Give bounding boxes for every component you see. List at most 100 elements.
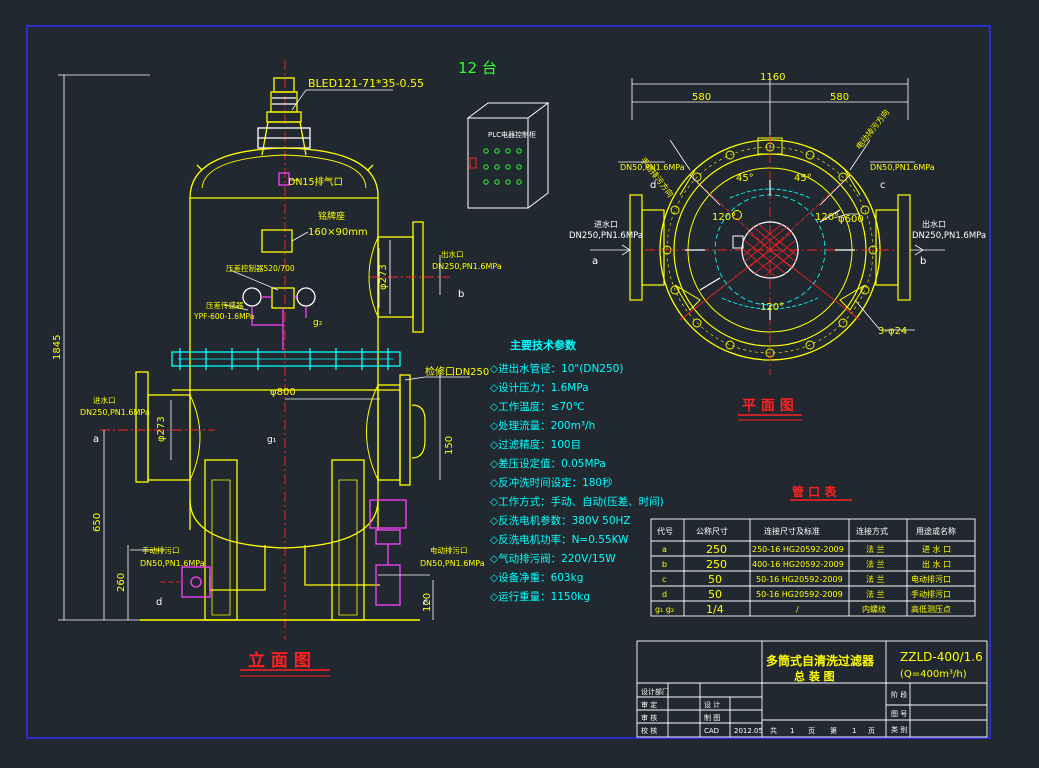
electric-drain-spec: DN50,PN1.6MPa (420, 559, 485, 568)
plan-c-letter: c (880, 180, 886, 191)
g2-label: g₂ (313, 318, 323, 328)
plan-view (590, 78, 945, 421)
tube-sheet (171, 351, 401, 367)
model-number: ZZLD-400/1.6 (900, 650, 983, 664)
drawing-no-label: 图 号 (891, 710, 907, 718)
pipe-table-title: 管 口 表 (792, 484, 837, 499)
diam-800-label: φ800 (270, 387, 296, 398)
central-screen (741, 221, 799, 279)
title-block-grid (636, 640, 988, 738)
vessel-bottom (189, 499, 379, 549)
vent-label: DN15排气口 (288, 176, 343, 188)
pipe-table-cell: 法 兰 (866, 559, 885, 569)
manhole-label: 检修口DN250 (425, 365, 489, 378)
title-block-cells: 设计部门 审 定 设 计 审 核 制 图 校 核 CAD 2012.05 阶 段… (641, 687, 907, 735)
spec-item: ◇运行重量：1150kg (490, 590, 590, 603)
spec-item: ◇进出水管径：10"(DN250) (490, 362, 623, 375)
manual-drain-letter: d (156, 597, 162, 608)
spec-item: ◇设计压力：1.6MPa (490, 381, 589, 394)
plan-dim-total: 1160 (760, 72, 785, 83)
inlet-letter: a (93, 434, 99, 445)
plan-dn50-right: DN50,PN1.6MPa (870, 163, 935, 172)
spec-item: ◇设备净重：603kg (490, 571, 583, 584)
plan-angle-120b: 120° (815, 212, 839, 223)
pipe-table-cell: g₁ g₂ (655, 605, 674, 614)
pipe-table-cell: a (662, 545, 667, 554)
plan-angle-120c: 120° (760, 302, 784, 313)
spec-item: ◇反洗电机功率：N=0.55KW (490, 533, 629, 546)
diam-273-top: φ273 (378, 264, 389, 290)
dim-150: 150 (444, 436, 455, 455)
pipe-table-cell: 电动排污口 (911, 574, 951, 584)
drawing-name: 总 装 图 (794, 669, 835, 683)
flow-rate: (Q=400m³/h) (900, 669, 967, 680)
dim-1845: 1845 (52, 335, 63, 360)
spec-item: ◇处理流量：200m³/h (490, 419, 595, 432)
plan-d-letter: d (650, 180, 656, 191)
actuator-box (369, 499, 407, 529)
pipe-table-cell: 250-16 HG20592-2009 (752, 545, 844, 554)
pipe-table-cell: / (796, 605, 799, 614)
plan-inlet-letter: a (592, 256, 598, 267)
pressure-gauge-left (242, 287, 262, 307)
manual-drain-valve (181, 566, 211, 598)
electric-drain-valve (375, 564, 401, 606)
plan-angle-45a: 45° (736, 173, 754, 184)
nameplate-size: 160×90mm (308, 227, 368, 238)
pipe-table-cell: 出 水 口 (922, 559, 951, 569)
drawing-border (26, 25, 991, 739)
spec-item: ◇过滤精度：100目 (490, 438, 581, 451)
spec-item: ◇差压设定值：0.05MPa (490, 457, 606, 470)
pipe-table-header-cell: 公称尺寸 (696, 526, 728, 536)
leg-right (331, 459, 365, 621)
sheet-label: 第 (830, 726, 837, 735)
plc-cabinet (466, 102, 550, 209)
dim-650: 650 (92, 513, 103, 532)
motor-model: BLED121-71*35-0.55 (308, 77, 424, 90)
outlet-spec: DN250,PN1.6MPa (432, 262, 502, 271)
pipe-table-cell: 250 (706, 558, 727, 571)
nameplate-label: 铭牌座 (318, 210, 345, 222)
spec-item: ◇气动排污阀：220V/15W (490, 552, 616, 565)
pipe-table-header: 代号 公称尺寸 连接尺寸及标准 连接方式 用途或名称 (657, 526, 956, 536)
plan-dim-right: 580 (830, 92, 849, 103)
spec-item: ◇反洗电机参数：380V 50HZ (490, 514, 631, 527)
text-layer: 12 台 BLED121-71*35-0.55 DN15排气口 铭牌座 160×… (52, 59, 986, 735)
plan-outlet-spec: DN250,PN1.6MPa (912, 231, 986, 241)
plan-title: 平 面 图 (742, 398, 794, 414)
pipe-table-cell: d (662, 590, 667, 599)
electric-drain-letter: c (423, 597, 429, 608)
pressure-sensor-model: YPF-600-1.6MPa (193, 312, 254, 321)
motor-top (273, 77, 295, 93)
diam-273-bottom: φ273 (156, 416, 167, 442)
plc-title: PLC电器控制柜 (488, 130, 536, 139)
plan-dn50-left: DN50,PN1.6MPa (620, 163, 685, 172)
pipe-table-header-cell: 连接尺寸及标准 (764, 526, 820, 536)
plan-diam-600: φ600 (838, 214, 864, 225)
outlet-letter: b (458, 289, 464, 300)
title-cell: 设计部门 (641, 687, 669, 696)
pipe-table-cell: 法 兰 (866, 574, 885, 584)
pipe-table-cell: 50 (708, 573, 722, 586)
plan-outlet-label: 出水口 (922, 219, 946, 229)
title-cell: 设 计 (704, 700, 720, 709)
title-cell: 制 图 (704, 713, 720, 722)
title-cell: 审 定 (641, 700, 657, 709)
electric-drain-label: 电动排污口 (430, 545, 468, 555)
total-label: 共 (770, 726, 777, 735)
spec-item: ◇工作温度：≤70℃ (490, 400, 585, 413)
pipe-table-cell: 50-16 HG20592-2009 (756, 575, 843, 584)
plan-electric-rotation: 电动排污方向 (854, 107, 891, 151)
pipe-table-cell: 50-16 HG20592-2009 (756, 590, 843, 599)
pipe-table-cell: 内螺纹 (862, 604, 886, 614)
elevation-view (58, 60, 450, 677)
manhole-flange (399, 374, 411, 486)
pipe-table-header-cell: 用途或名称 (916, 526, 956, 536)
spec-item: ◇反冲洗时间设定：180秒 (490, 476, 613, 489)
pipe-table-cell: 50 (708, 588, 722, 601)
plan-angle-45b: 45° (794, 173, 812, 184)
manual-drain-label: 手动排污口 (142, 545, 180, 555)
quantity-label: 12 台 (458, 59, 497, 77)
